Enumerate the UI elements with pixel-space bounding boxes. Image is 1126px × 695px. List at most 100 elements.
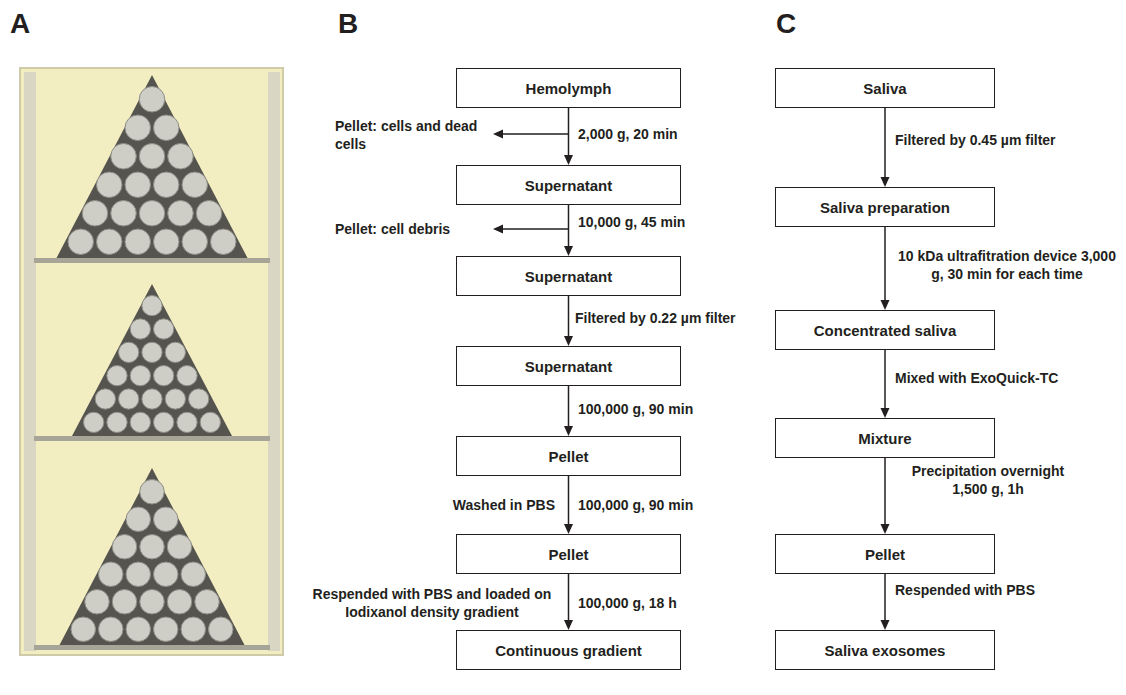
discard-note: Pellet: cells and dead cells (335, 117, 485, 153)
flow-arrow (881, 108, 890, 187)
box-label: Saliva preparation (820, 199, 950, 216)
step-condition: 10,000 g, 45 min (578, 213, 685, 231)
process-box: Saliva exosomes (775, 630, 995, 670)
tube-end (177, 412, 197, 432)
tube-end (154, 562, 179, 587)
arrow-head (564, 336, 573, 346)
tube-end (126, 562, 151, 587)
step-note: Washed in PBS (400, 496, 555, 514)
flow-arrow (564, 205, 573, 256)
flow-arrow (881, 574, 890, 630)
tube-end (189, 389, 209, 409)
tube-end (165, 342, 185, 362)
tube-end (125, 229, 151, 255)
tube-end (211, 229, 237, 255)
step-condition: 100,000 g, 90 min (578, 496, 693, 514)
box-label: Concentrated saliva (814, 322, 957, 339)
tube-end (125, 115, 151, 141)
arrow-head (881, 620, 890, 630)
tube-end (112, 590, 137, 615)
tube-end (111, 144, 137, 170)
tube-end (126, 507, 151, 532)
tube-end (68, 229, 94, 255)
tube-end (107, 412, 127, 432)
arrow-head (493, 225, 503, 234)
tube-end (196, 201, 222, 227)
flow-arrow (564, 476, 573, 534)
arrow-shaft (568, 108, 570, 155)
process-box: Saliva (775, 68, 995, 108)
tube-end (84, 412, 104, 432)
tube-end (111, 201, 137, 227)
box-label: Supernatant (525, 268, 613, 285)
arrow-shaft (884, 108, 886, 177)
flow-arrow (881, 227, 890, 310)
process-box: Pellet (456, 534, 681, 574)
flow-arrow (564, 574, 573, 630)
tube-end (119, 389, 139, 409)
step-condition: 2,000 g, 20 min (578, 125, 678, 143)
process-box: Supernatant (456, 256, 681, 296)
tube-end (167, 535, 192, 560)
arrow-head (564, 620, 573, 630)
tube-end (142, 296, 162, 316)
arrow-head (564, 155, 573, 165)
tube-bag (60, 468, 245, 645)
process-box: Supernatant (456, 165, 681, 205)
arrow-head (881, 177, 890, 187)
arrow-shaft (568, 574, 570, 620)
box-label: Pellet (548, 546, 588, 563)
arrow-head (564, 524, 573, 534)
tube-end (195, 590, 220, 615)
tube-end (82, 201, 108, 227)
tube-end (154, 229, 180, 255)
tube-end (140, 480, 165, 505)
arrow-shaft (568, 205, 570, 246)
tube-end (154, 319, 174, 339)
process-box: Continuous gradient (456, 630, 681, 670)
discard-note: Pellet: cell debris (335, 220, 450, 238)
arrow-head (881, 524, 890, 534)
panel-label: C (776, 6, 796, 42)
tube-end (130, 366, 150, 386)
step-condition: 10 kDa ultrafitration device 3,000 g, 30… (893, 247, 1121, 283)
arrow-head (881, 408, 890, 418)
box-label: Pellet (865, 546, 905, 563)
tube-bag (57, 75, 248, 258)
arrow-shaft (884, 458, 886, 524)
shelf (34, 645, 270, 650)
tube-bag (72, 284, 232, 436)
tube-end (126, 617, 151, 642)
tube-end (165, 389, 185, 409)
step-condition: 100,000 g, 90 min (578, 400, 693, 418)
rack-right (268, 72, 280, 651)
tube-end (112, 535, 137, 560)
tube-end (139, 87, 165, 113)
tube-end (95, 389, 115, 409)
arrow-head (564, 246, 573, 256)
tube-end (71, 617, 96, 642)
box-label: Hemolymph (526, 80, 612, 97)
step-condition: Precipitation overnight 1,500 g, 1h (893, 462, 1083, 498)
flow-arrow (564, 108, 573, 165)
shelf (34, 436, 270, 441)
tube-end (99, 562, 124, 587)
box-label: Saliva (863, 80, 906, 97)
step-condition: 100,000 g, 18 h (578, 594, 677, 612)
photo-frame (20, 68, 283, 655)
tube-end (154, 366, 174, 386)
tube-end (97, 172, 123, 198)
arrow-shaft (884, 574, 886, 620)
process-box: Concentrated saliva (775, 310, 995, 350)
tube-end (107, 366, 127, 386)
tube-end (167, 590, 192, 615)
arrow-head (493, 130, 503, 139)
shelf (34, 258, 270, 263)
step-condition: Mixed with ExoQuick-TC (895, 369, 1058, 387)
arrow-shaft (568, 386, 570, 426)
arrow-shaft (568, 476, 570, 524)
tube-end (182, 172, 208, 198)
flow-arrow (564, 386, 573, 436)
tube-end (154, 412, 174, 432)
